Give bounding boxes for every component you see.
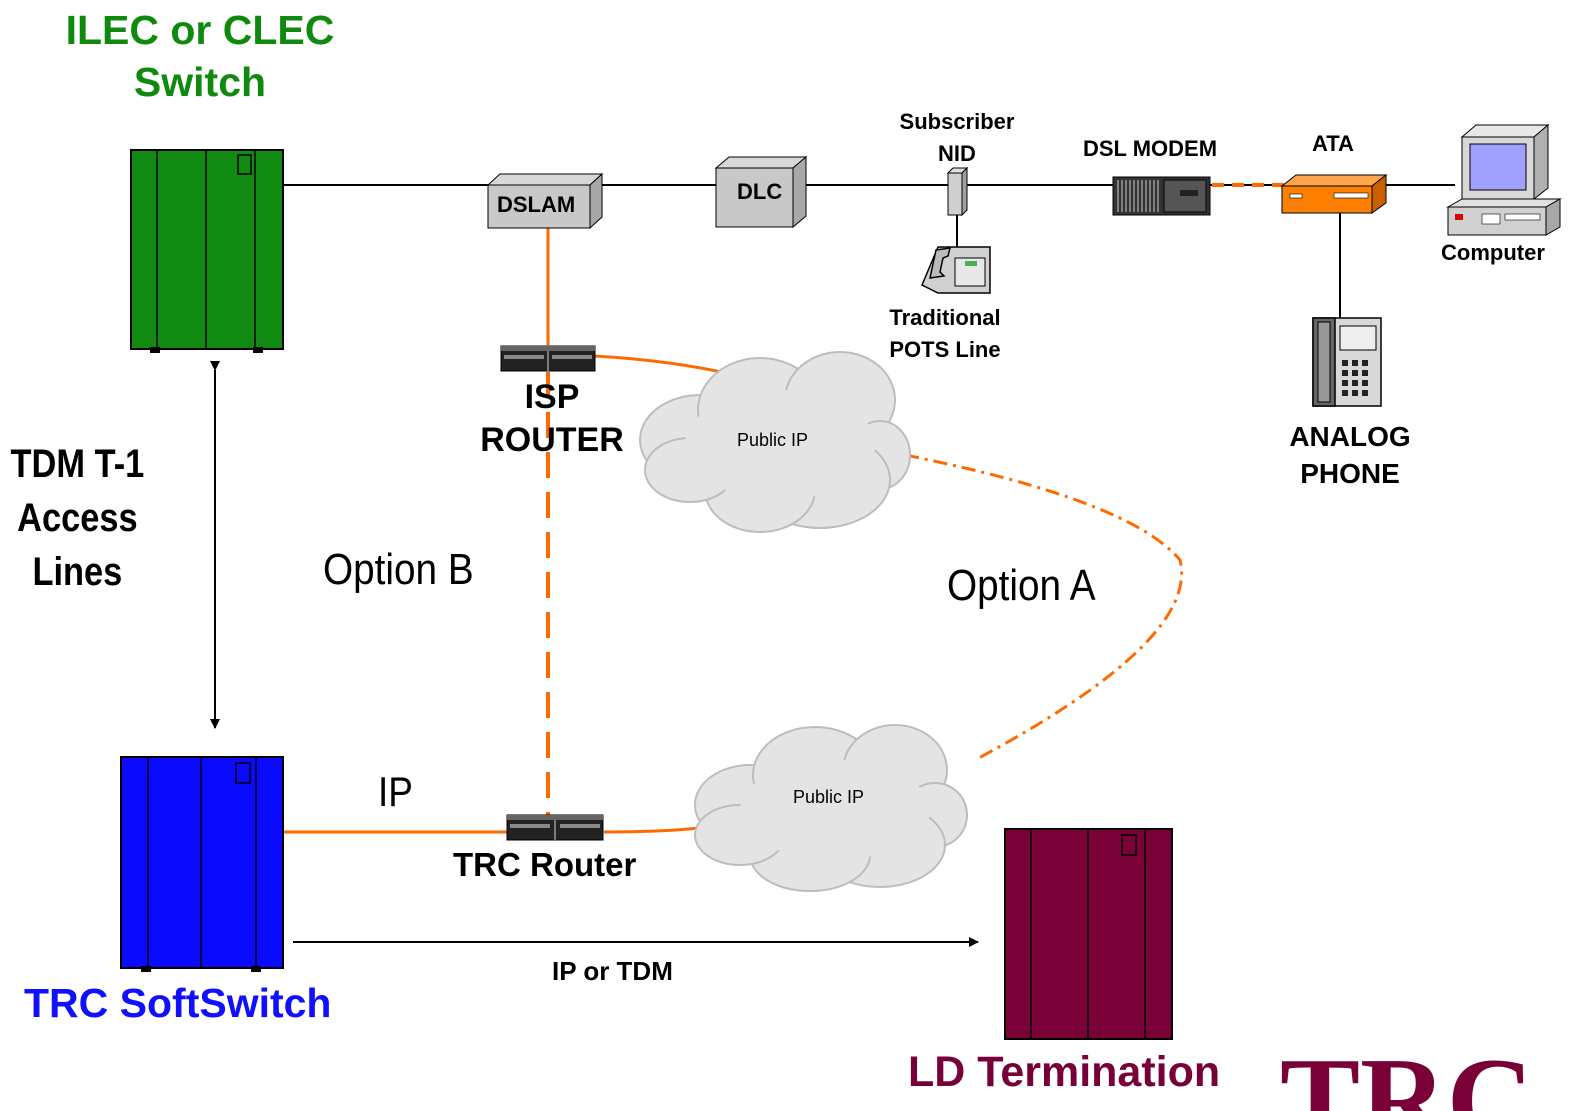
tdm-label-line2: Access (17, 496, 138, 540)
ld-termination-title: LD Termination (908, 1048, 1221, 1096)
computer-icon (1446, 123, 1562, 236)
dslam-label: DSLAM (497, 192, 576, 217)
router-cloud-link (603, 826, 701, 834)
analog-label-line1: ANALOG (1289, 421, 1411, 452)
ilec-title-line2: Switch (133, 59, 267, 105)
trc-router-icon (506, 814, 604, 841)
pots-label-line2: POTS Line (889, 337, 1001, 362)
pots-phone-icon (921, 246, 991, 294)
trc-logo: TRC (1280, 1033, 1533, 1111)
option-a-label: Option A (947, 561, 1096, 610)
tdm-label: TDM T-1 Access Lines (0, 437, 155, 599)
nid-icon (946, 166, 969, 217)
isp-router-label: ISP ROUTER (462, 376, 642, 462)
ata-label: ATA (1312, 131, 1354, 156)
option-b-label: Option B (323, 545, 474, 594)
tdm-label-line1: TDM T-1 (10, 442, 145, 486)
analog-label-line2: PHONE (1300, 458, 1400, 489)
nid-label-line1: Subscriber (899, 109, 1015, 134)
tdm-label-line3: Lines (32, 550, 123, 594)
isp-label-line2: ROUTER (480, 421, 624, 459)
upper-cloud-label: Public IP (737, 430, 809, 450)
ip-label: IP (378, 768, 413, 815)
ld-termination-icon (1004, 828, 1173, 1040)
pots-label: Traditional POTS Line (865, 302, 1025, 366)
computer-label: Computer (1441, 240, 1545, 265)
dslam-icon (486, 172, 604, 230)
trc-logo-text: TRC (1280, 1033, 1533, 1111)
ilec-switch-icon (130, 149, 284, 353)
ip-or-tdm-label: IP or TDM (552, 956, 673, 986)
ata-icon (1280, 173, 1388, 214)
trc-router-label: TRC Router (453, 846, 637, 883)
softswitch-title: TRC SoftSwitch (24, 980, 332, 1026)
analog-phone-label: ANALOG PHONE (1270, 418, 1430, 492)
dsl-modem-label: DSL MODEM (1083, 136, 1218, 161)
nid-label: Subscriber NID (880, 106, 1034, 170)
lower-cloud-icon (694, 724, 968, 892)
ilec-title-line1: ILEC or CLEC (65, 7, 335, 53)
isp-label-line1: ISP (524, 378, 580, 416)
analog-phone-icon (1312, 317, 1382, 407)
ilec-switch-title: ILEC or CLEC Switch (40, 4, 360, 108)
dlc-icon (714, 155, 808, 229)
dlc-label: DLC (737, 179, 783, 204)
isp-router-icon (500, 345, 596, 372)
dsl-modem-icon (1112, 176, 1211, 216)
pots-label-line1: Traditional (889, 305, 1001, 330)
softswitch-icon (120, 756, 284, 972)
nid-label-line2: NID (938, 141, 976, 166)
upper-cloud-icon (639, 351, 911, 533)
option-a-link (904, 453, 1183, 762)
lower-cloud-label: Public IP (793, 787, 865, 807)
